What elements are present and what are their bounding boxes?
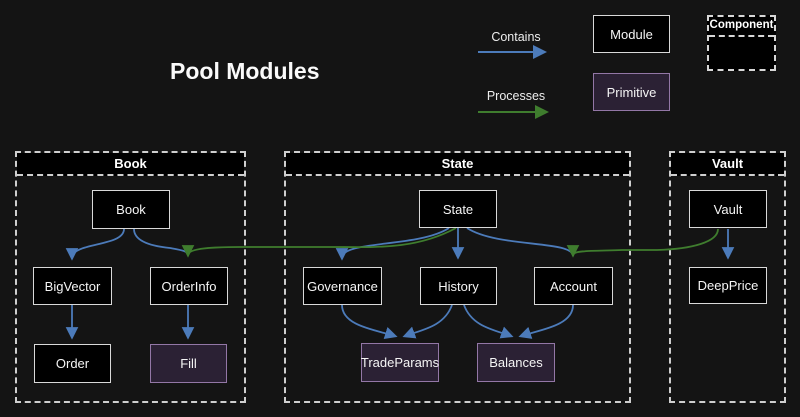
node-history: History	[420, 267, 497, 305]
legend-processes-label: Processes	[486, 89, 546, 103]
node-state-label: State	[442, 201, 474, 217]
node-fill: Fill	[150, 344, 227, 383]
legend-component-label: Component	[709, 17, 774, 37]
legend-module-label: Module	[610, 26, 653, 42]
page-title: Pool Modules	[170, 58, 320, 84]
node-deepprice: DeepPrice	[689, 267, 767, 304]
node-bigvector-label: BigVector	[44, 278, 101, 294]
node-fill-label: Fill	[180, 356, 197, 371]
container-book: Book	[15, 151, 246, 403]
node-balances: Balances	[477, 343, 555, 382]
node-history-label: History	[438, 278, 479, 294]
node-order-label: Order	[55, 356, 90, 371]
node-orderinfo-label: OrderInfo	[161, 278, 217, 294]
legend-contains-label: Contains	[491, 30, 541, 44]
node-book: Book	[92, 190, 170, 229]
container-vault: Vault	[669, 151, 786, 403]
node-state: State	[419, 190, 497, 228]
node-tradeparams: TradeParams	[361, 343, 439, 382]
node-book-label: Book	[116, 202, 146, 217]
node-balances-label: Balances	[489, 355, 543, 370]
container-book-title: Book	[17, 153, 244, 176]
node-bigvector: BigVector	[33, 267, 112, 305]
node-tradeparams-label: TradeParams	[360, 355, 440, 370]
legend-primitive-label: Primitive	[606, 84, 657, 100]
container-state: State	[284, 151, 631, 403]
node-vault-label: Vault	[713, 201, 743, 217]
node-vault: Vault	[689, 190, 767, 228]
node-governance: Governance	[303, 267, 382, 305]
container-vault-title: Vault	[671, 153, 784, 176]
node-account: Account	[534, 267, 613, 305]
container-state-title: State	[286, 153, 629, 176]
legend-component-box: Component	[707, 15, 776, 71]
node-governance-label: Governance	[307, 278, 378, 294]
node-orderinfo: OrderInfo	[150, 267, 228, 305]
node-account-label: Account	[550, 278, 597, 294]
legend-module-box: Module	[593, 15, 670, 53]
node-deepprice-label: DeepPrice	[697, 278, 759, 293]
node-order: Order	[34, 344, 111, 383]
legend-primitive-box: Primitive	[593, 73, 670, 111]
